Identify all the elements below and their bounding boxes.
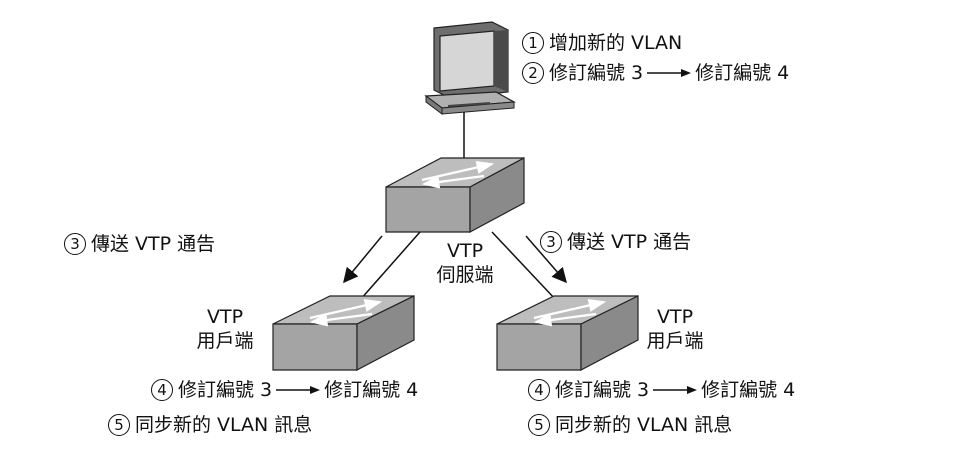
step-number-badge: 4 [151, 379, 173, 401]
server-label-line-2: 伺服端 [436, 264, 494, 286]
right-client-label-line-1: VTP [656, 306, 694, 328]
revision-to: 修訂編號 4 [701, 379, 796, 401]
step-1-add-vlan: 1 增加新的 VLAN [522, 31, 682, 55]
left-client-label-line-2: 用戶端 [196, 330, 254, 352]
right-arrow-icon [653, 385, 698, 395]
step-number-badge: 1 [522, 32, 544, 54]
step-number-badge: 3 [64, 233, 86, 255]
step-4-right-revision: 4 修訂編號 3 修訂編號 4 [528, 378, 795, 402]
step-text: 同步新的 VLAN 訊息 [135, 414, 313, 436]
step-text: 同步新的 VLAN 訊息 [555, 414, 733, 436]
right-client-label-line-2: 用戶端 [646, 330, 704, 352]
server-to-left-client-link [359, 231, 421, 301]
right-arrow-icon [647, 68, 692, 78]
step-number-badge: 2 [522, 62, 544, 84]
step-5-right-sync: 5 同步新的 VLAN 訊息 [528, 413, 732, 437]
revision-from: 修訂編號 3 [178, 379, 273, 401]
revision-from: 修訂編號 3 [549, 62, 644, 84]
step-number-badge: 5 [528, 414, 550, 436]
revision-to: 修訂編號 4 [324, 379, 419, 401]
right-arrow-icon [276, 385, 321, 395]
step-3-send-left: 3 傳送 VTP 通告 [64, 232, 215, 256]
step-text: 傳送 VTP 通告 [91, 233, 216, 255]
left-client-label: VTP 用戶端 [180, 305, 270, 353]
advertisement-arrow-right [525, 235, 567, 284]
step-number-badge: 5 [108, 414, 130, 436]
step-3-send-right: 3 傳送 VTP 通告 [540, 230, 691, 254]
revision-to: 修訂編號 4 [695, 62, 790, 84]
step-text: 傳送 VTP 通告 [567, 231, 692, 253]
server-label-line-1: VTP [446, 240, 484, 262]
step-number-badge: 4 [528, 379, 550, 401]
advertisement-arrow-left [343, 235, 383, 284]
server-to-right-client-link [491, 231, 557, 301]
computer-icon [424, 21, 517, 115]
left-client-switch-icon [272, 295, 415, 371]
step-text: 增加新的 VLAN [549, 32, 683, 54]
left-client-label-line-1: VTP [206, 306, 244, 328]
right-client-label: VTP 用戶端 [630, 305, 720, 353]
revision-from: 修訂編號 3 [555, 379, 650, 401]
step-2-pc-revision: 2 修訂編號 3 修訂編號 4 [522, 61, 789, 85]
step-4-left-revision: 4 修訂編號 3 修訂編號 4 [151, 378, 418, 402]
server-label: VTP 伺服端 [420, 239, 510, 287]
right-client-switch-icon [496, 295, 639, 371]
step-number-badge: 3 [540, 231, 562, 253]
server-switch-icon [385, 156, 525, 234]
step-5-left-sync: 5 同步新的 VLAN 訊息 [108, 413, 312, 437]
